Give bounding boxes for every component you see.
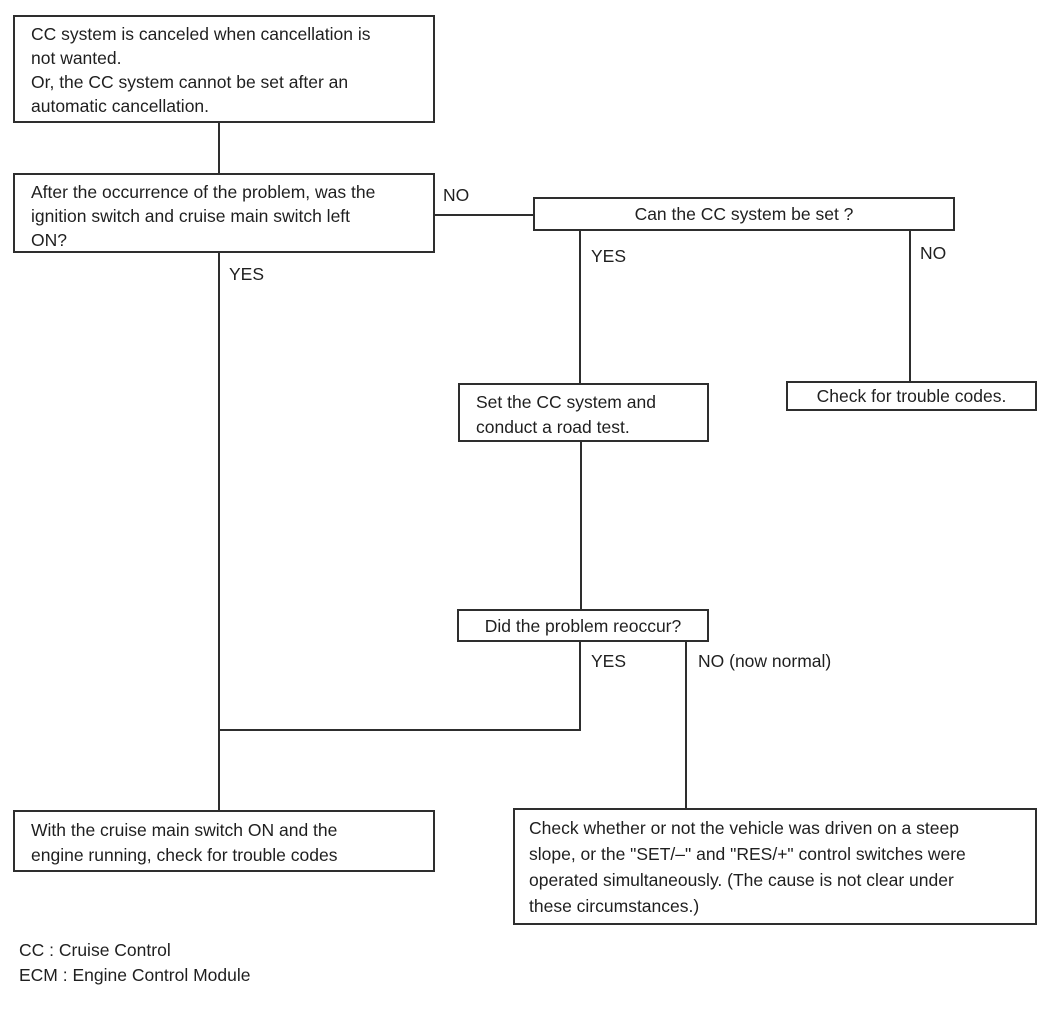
branch-label-no-can-set: NO [920,243,947,263]
flow-node-question-reoccur: Did the problem reoccur? [457,609,709,642]
branch-label-no-switch: NO [443,185,470,205]
flow-node-symptom: CC system is canceled when cancellation … [13,15,435,123]
branch-label-no-reoccur: NO (now normal) [698,651,832,671]
flow-node-check-steep-slope: Check whether or not the vehicle was dri… [513,808,1037,925]
branch-label-yes-reoccur: YES [591,651,627,671]
flow-node-check-codes-engine-running: With the cruise main switch ON and the e… [13,810,435,872]
flow-node-question-can-set: Can the CC system be set ? [533,197,955,231]
legend: CC : Cruise Control ECM : Engine Control… [19,938,251,988]
branch-label-yes-switch: YES [229,264,265,284]
flow-node-question-switch-left-on: After the occurrence of the problem, was… [13,173,435,253]
legend-ecm: ECM : Engine Control Module [19,965,251,985]
flow-node-check-trouble-codes: Check for trouble codes. [786,381,1037,411]
branch-label-yes-can-set: YES [591,246,627,266]
flow-node-set-road-test: Set the CC system and conduct a road tes… [458,383,709,442]
legend-cc: CC : Cruise Control [19,940,171,960]
